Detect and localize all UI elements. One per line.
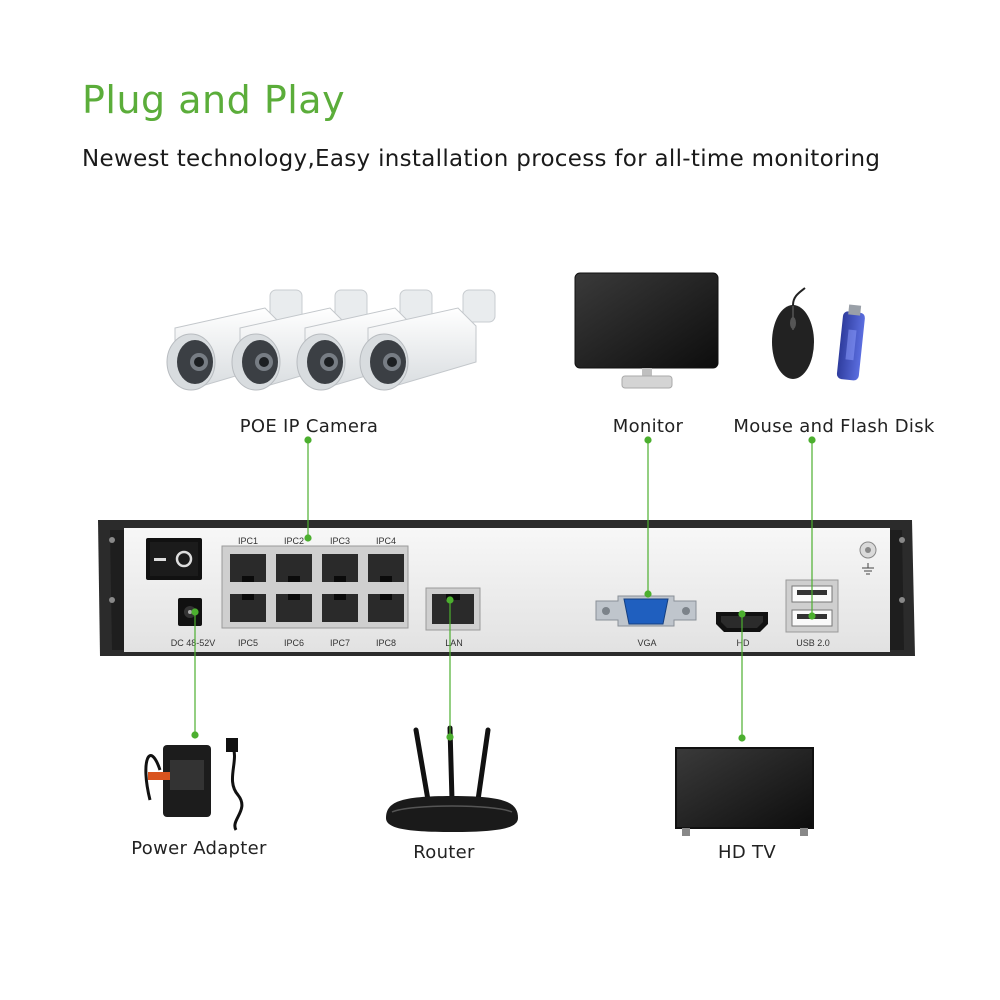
port-label-dc: DC 48-52V [171, 638, 216, 648]
label-router: Router [413, 842, 475, 863]
power-switch [146, 538, 202, 580]
flash-disk-image [836, 304, 865, 381]
port-label-ipc7: IPC7 [330, 638, 350, 648]
port-label-ipc2: IPC2 [284, 536, 304, 546]
mouse-image [772, 287, 814, 379]
connector-lines [191, 436, 816, 742]
port-label-lan: LAN [445, 638, 463, 648]
poe-port-block [221, 545, 409, 629]
hdtv-image [675, 747, 814, 836]
label-mouse-flash-disk: Mouse and Flash Disk [733, 416, 935, 437]
port-label-ipc5: IPC5 [238, 638, 258, 648]
port-label-ipc1: IPC1 [238, 536, 258, 546]
camera-4 [359, 289, 496, 391]
power-adapter-image [144, 738, 244, 831]
monitor-image [574, 272, 719, 389]
label-hd-tv: HD TV [718, 842, 776, 863]
port-label-ipc8: IPC8 [376, 638, 396, 648]
port-label-usb: USB 2.0 [796, 638, 830, 648]
port-label-ipc4: IPC4 [376, 536, 396, 546]
label-power-adapter: Power Adapter [131, 838, 267, 859]
nvr-recorder: IPC1 IPC2 IPC3 IPC4 IPC5 IPC6 IPC7 IPC8 … [98, 520, 915, 656]
port-label-vga: VGA [637, 638, 656, 648]
port-label-ipc3: IPC3 [330, 536, 350, 546]
port-label-hd: HD [737, 638, 750, 648]
ground-icon [859, 541, 877, 575]
port-label-ipc6: IPC6 [284, 638, 304, 648]
label-poe-ip-camera: POE IP Camera [239, 416, 379, 437]
router-image [386, 725, 518, 832]
page-title: Plug and Play [82, 78, 346, 122]
label-monitor: Monitor [612, 416, 684, 437]
lan-port [425, 587, 481, 631]
poe-ip-cameras [166, 289, 496, 391]
page-subtitle: Newest technology,Easy installation proc… [82, 146, 881, 172]
vga-port [595, 595, 697, 627]
dc-jack [178, 598, 202, 626]
